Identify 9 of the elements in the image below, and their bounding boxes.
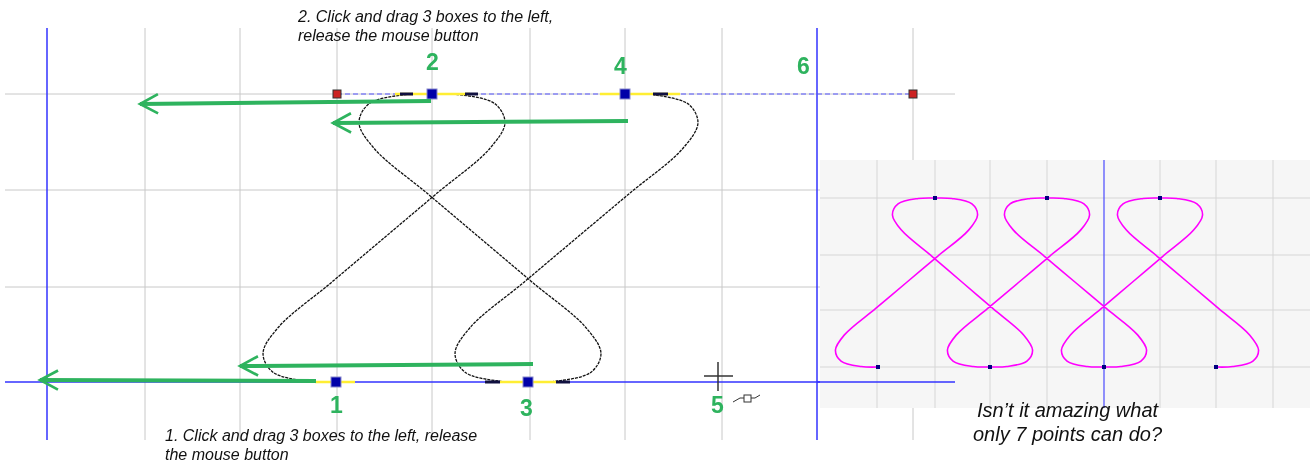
point-number: 1 xyxy=(330,392,343,420)
instruction-text: Isn’t it amazing what only 7 points can do? xyxy=(972,398,1163,446)
instruction-text: 2. Click and drag 3 boxes to the left, release the mouse button xyxy=(298,7,555,46)
point-number: 3 xyxy=(520,395,533,423)
point-number: 5 xyxy=(711,392,724,420)
point-number: 2 xyxy=(426,49,439,77)
point-number: 4 xyxy=(614,53,627,81)
instruction-text: 1. Click and drag 3 boxes to the left, release the mouse button xyxy=(165,426,479,465)
point-number: 6 xyxy=(797,53,810,81)
